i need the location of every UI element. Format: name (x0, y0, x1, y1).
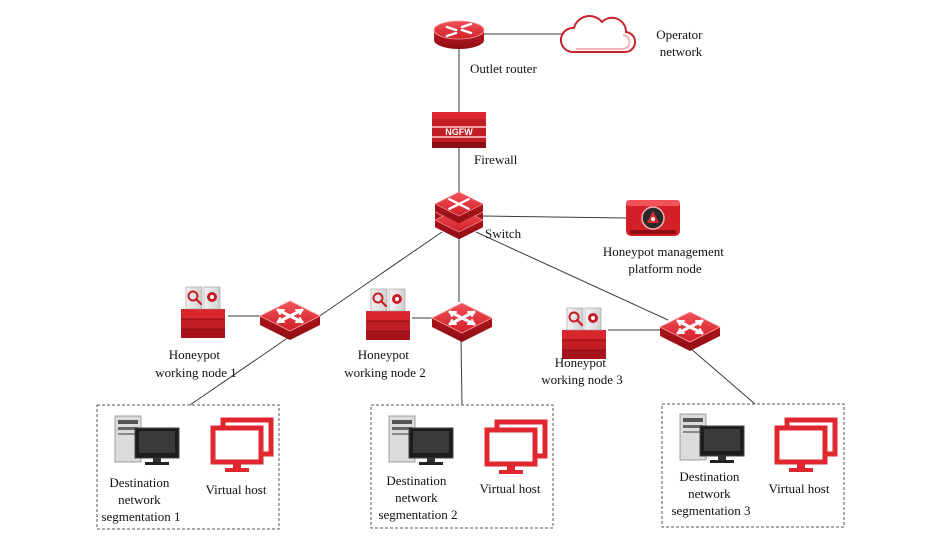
link-switch-management (481, 215, 627, 219)
working-node-1-label: Honeypot working node 1 (155, 347, 237, 380)
segment-2-boundary (370, 404, 554, 529)
switch-icon (258, 299, 322, 342)
operator-network-label: Operator network (656, 27, 705, 59)
working-node-3-label: Honeypot working node 3 (541, 355, 623, 387)
virtual-host-3-label: Virtual host (769, 481, 830, 496)
working-node-3-label-line2: working node 3 (541, 372, 623, 387)
firewall-icon: NGFW (432, 112, 486, 148)
segment-1-label-line2: network (118, 492, 161, 507)
segment-3-boundary (661, 403, 845, 528)
segment-3-label-line1: Destination (679, 469, 739, 484)
honeypot-server-icon (560, 306, 608, 361)
desktop-computer-icon (679, 413, 745, 464)
segment-2-label: Destination network segmentation 2 (378, 473, 457, 522)
virtual-host-2-label: Virtual host (480, 481, 541, 496)
link-switch3-segment3 (689, 347, 756, 405)
management-node-label-line2: platform node (628, 261, 702, 276)
desktop-computer-icon (114, 415, 180, 466)
honeypot-server-icon (179, 285, 227, 340)
switch-icon (434, 191, 484, 240)
destination-segment-2: Destination network segmentation 2 Virtu… (370, 404, 554, 529)
firewall-badge: NGFW (445, 127, 473, 137)
switch-label: Switch (485, 226, 522, 241)
segment-3-label-line3: segmentation 3 (671, 503, 750, 518)
operator-network-label-line2: network (660, 44, 703, 59)
segment-1-boundary (96, 404, 280, 530)
honeypot-management-icon (626, 200, 680, 236)
working-node-2-label: Honeypot working node 2 (344, 347, 426, 380)
segment-1-label-line1: Destination (109, 475, 169, 490)
working-node-1-label-line1: Honeypot (169, 347, 221, 362)
virtual-host-icon (777, 420, 835, 472)
working-node-3-label-line1: Honeypot (555, 355, 607, 370)
management-node-label: Honeypot management platform node (603, 244, 727, 276)
segment-2-label-line1: Destination (386, 473, 446, 488)
virtual-host-icon (213, 420, 271, 472)
firewall-label: Firewall (474, 152, 518, 167)
virtual-host-icon (487, 422, 545, 474)
virtual-host-1-label: Virtual host (206, 482, 267, 497)
cloud-icon (560, 15, 636, 54)
destination-segment-1: Destination network segmentation 1 Virtu… (96, 404, 280, 530)
segment-2-label-line2: network (395, 490, 438, 505)
outlet-router-label: Outlet router (470, 61, 537, 76)
link-switch2-segment2 (460, 339, 463, 406)
working-node-2-label-line2: working node 2 (344, 365, 426, 380)
working-node-2-label-line1: Honeypot (358, 347, 410, 362)
destination-segment-3: Destination network segmentation 3 Virtu… (661, 403, 845, 528)
switch-icon (430, 301, 494, 344)
link-switch-node3 (475, 231, 669, 321)
operator-network-label-line1: Operator (656, 27, 703, 42)
segment-3-label-line2: network (688, 486, 731, 501)
working-node-1-label-line2: working node 1 (155, 365, 237, 380)
desktop-computer-icon (388, 415, 454, 466)
router-icon (433, 20, 485, 49)
segment-2-label-line3: segmentation 2 (378, 507, 457, 522)
management-node-label-line1: Honeypot management (603, 244, 724, 259)
segment-1-label: Destination network segmentation 1 (101, 475, 180, 524)
segment-3-label: Destination network segmentation 3 (671, 469, 750, 518)
switch-icon (658, 310, 722, 353)
segment-1-label-line3: segmentation 1 (101, 509, 180, 524)
honeypot-server-icon (364, 287, 412, 342)
